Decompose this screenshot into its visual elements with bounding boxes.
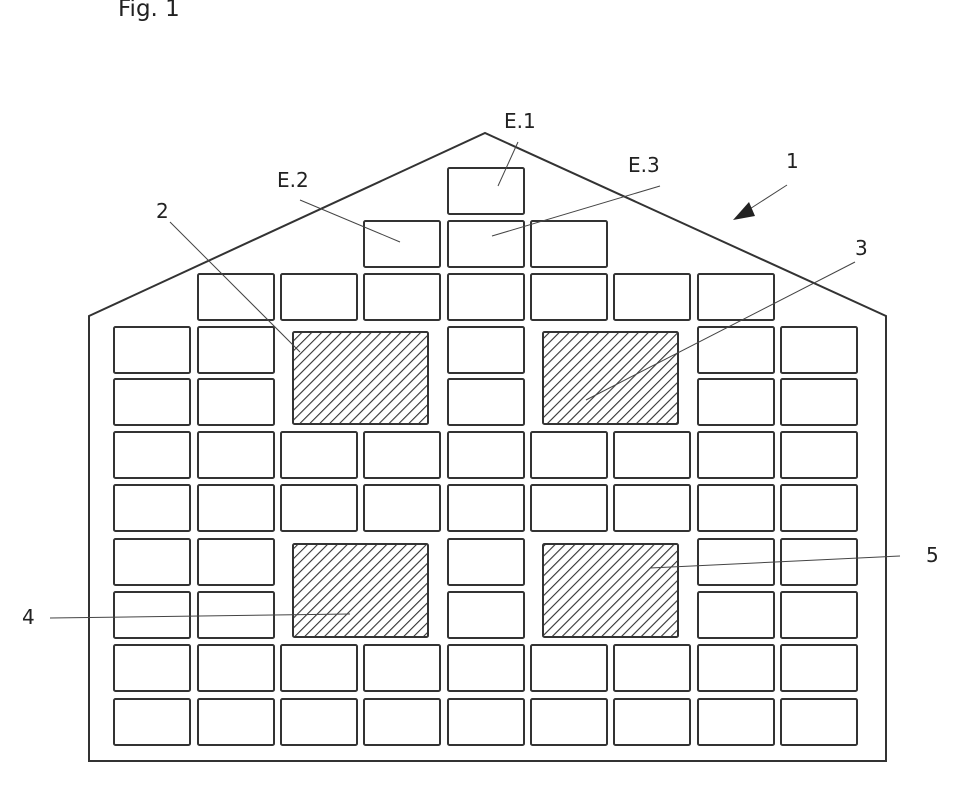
module-cell	[198, 327, 274, 373]
module-cell	[448, 699, 524, 745]
module-cell	[281, 274, 357, 320]
module-grid	[114, 168, 857, 745]
module-cell	[448, 327, 524, 373]
module-cell	[448, 274, 524, 320]
module-cell	[781, 432, 857, 478]
module-cell	[198, 432, 274, 478]
module-cell	[114, 539, 190, 585]
module-cell	[614, 485, 690, 531]
module-cell	[114, 645, 190, 691]
hatched-block	[293, 544, 428, 637]
module-cell	[198, 274, 274, 320]
module-cell	[198, 379, 274, 425]
hatched-block	[543, 544, 678, 637]
module-cell	[698, 432, 774, 478]
module-cell	[698, 645, 774, 691]
label-e1: E.1	[504, 109, 536, 133]
module-cell	[614, 274, 690, 320]
module-cell	[531, 485, 607, 531]
label-e2: E.2	[277, 168, 309, 192]
module-cell	[198, 645, 274, 691]
module-cell	[364, 432, 440, 478]
module-cell	[114, 432, 190, 478]
module-cell	[198, 485, 274, 531]
module-cell	[448, 592, 524, 638]
module-cell	[698, 327, 774, 373]
module-cell	[614, 432, 690, 478]
module-cell	[614, 645, 690, 691]
hatched-block	[543, 332, 678, 424]
module-cell	[448, 645, 524, 691]
module-cell	[114, 592, 190, 638]
module-cell	[448, 168, 524, 214]
module-cell	[781, 699, 857, 745]
reference-numeral-1: 1	[786, 149, 799, 173]
module-cell	[781, 539, 857, 585]
module-cell	[114, 699, 190, 745]
reference-numeral-4: 4	[22, 605, 35, 629]
module-cell	[448, 221, 524, 267]
label-e3: E.3	[628, 153, 660, 177]
module-cell	[531, 221, 607, 267]
module-cell	[698, 485, 774, 531]
module-cell	[448, 432, 524, 478]
module-cell	[198, 699, 274, 745]
module-cell	[364, 645, 440, 691]
module-cell	[281, 699, 357, 745]
module-cell	[114, 485, 190, 531]
module-cell	[281, 645, 357, 691]
arrowhead-1	[733, 202, 755, 220]
module-cell	[781, 485, 857, 531]
module-cell	[448, 379, 524, 425]
module-cell	[281, 432, 357, 478]
module-cell	[781, 379, 857, 425]
module-cell	[364, 274, 440, 320]
module-cell	[114, 327, 190, 373]
module-cell	[114, 379, 190, 425]
module-cell	[364, 699, 440, 745]
module-cell	[364, 221, 440, 267]
module-cell	[531, 699, 607, 745]
reference-numeral-5: 5	[926, 543, 939, 567]
module-cell	[698, 592, 774, 638]
module-cell	[698, 379, 774, 425]
module-cell	[698, 274, 774, 320]
module-cell	[281, 485, 357, 531]
module-cell	[781, 645, 857, 691]
reference-numeral-3: 3	[855, 236, 868, 260]
module-cell	[614, 699, 690, 745]
module-cell	[531, 645, 607, 691]
module-cell	[448, 539, 524, 585]
module-cell	[698, 699, 774, 745]
module-cell	[698, 539, 774, 585]
module-cell	[781, 327, 857, 373]
module-cell	[531, 432, 607, 478]
module-cell	[781, 592, 857, 638]
module-cell	[198, 539, 274, 585]
reference-numeral-2: 2	[156, 199, 169, 223]
hatched-block	[293, 332, 428, 424]
module-cell	[364, 485, 440, 531]
module-cell	[531, 274, 607, 320]
module-cell	[448, 485, 524, 531]
